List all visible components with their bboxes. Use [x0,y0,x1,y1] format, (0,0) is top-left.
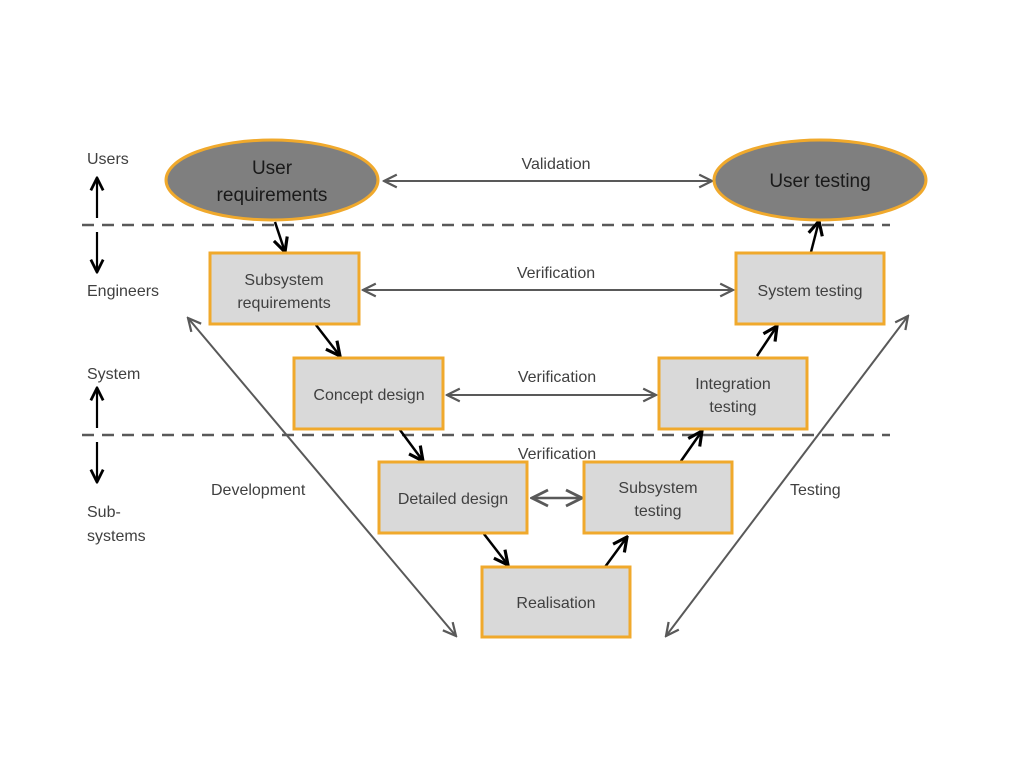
level-label-users: Users [87,151,129,168]
testing-arrow [666,316,908,636]
node-integration-testing-line1: Integration [695,376,771,393]
node-user-testing-label: User testing [769,171,870,192]
verification-label-1: Verification [517,265,595,282]
node-user-requirements-line2: requirements [217,185,328,206]
node-subsystem-testing: Subsystem testing [582,460,734,535]
verification-label-3: Verification [518,446,596,463]
level-label-subsystems-1: Sub- [87,504,121,521]
node-user-requirements-line1: User [252,158,293,179]
level-label-subsystems-2: systems [87,528,146,545]
node-integration-testing: Integration testing [657,356,809,431]
flow-arrow-ur-to-sr [275,221,285,252]
flow-arrow-syst-to-ut [811,221,819,253]
node-subsystem-requirements: Subsystem requirements [208,251,361,326]
flow-arrow-re-to-st [603,537,627,568]
node-user-testing: User testing [712,138,928,222]
node-user-requirements: User requirements [164,138,380,222]
flow-arrow-cd-to-dd [398,429,423,461]
testing-label: Testing [790,482,841,499]
node-subsystem-requirements-line2: requirements [237,295,330,312]
node-detailed-design-label: Detailed design [398,491,508,508]
node-subsystem-testing-line1: Subsystem [618,480,697,497]
node-realisation: Realisation [480,565,632,639]
validation-label: Validation [521,156,590,173]
node-detailed-design: Detailed design [377,460,529,535]
development-label: Development [211,482,306,499]
flow-arrow-sr-to-cd [315,324,340,356]
node-system-testing: System testing [734,251,886,326]
level-label-engineers: Engineers [87,283,159,300]
verification-label-2: Verification [518,369,596,386]
flow-arrow-it-to-syst [755,326,777,357]
node-concept-design-label: Concept design [313,387,424,404]
flow-arrow-dd-to-re [483,533,508,565]
level-label-system: System [87,366,140,383]
node-concept-design: Concept design [292,356,445,431]
node-system-testing-label: System testing [758,283,863,300]
flow-arrow-st-to-it [679,431,702,462]
development-arrow [188,318,456,636]
node-subsystem-testing-line2: testing [634,503,681,520]
node-realisation-label: Realisation [516,595,595,612]
node-subsystem-requirements-line1: Subsystem [244,272,323,289]
node-integration-testing-line2: testing [709,399,756,416]
